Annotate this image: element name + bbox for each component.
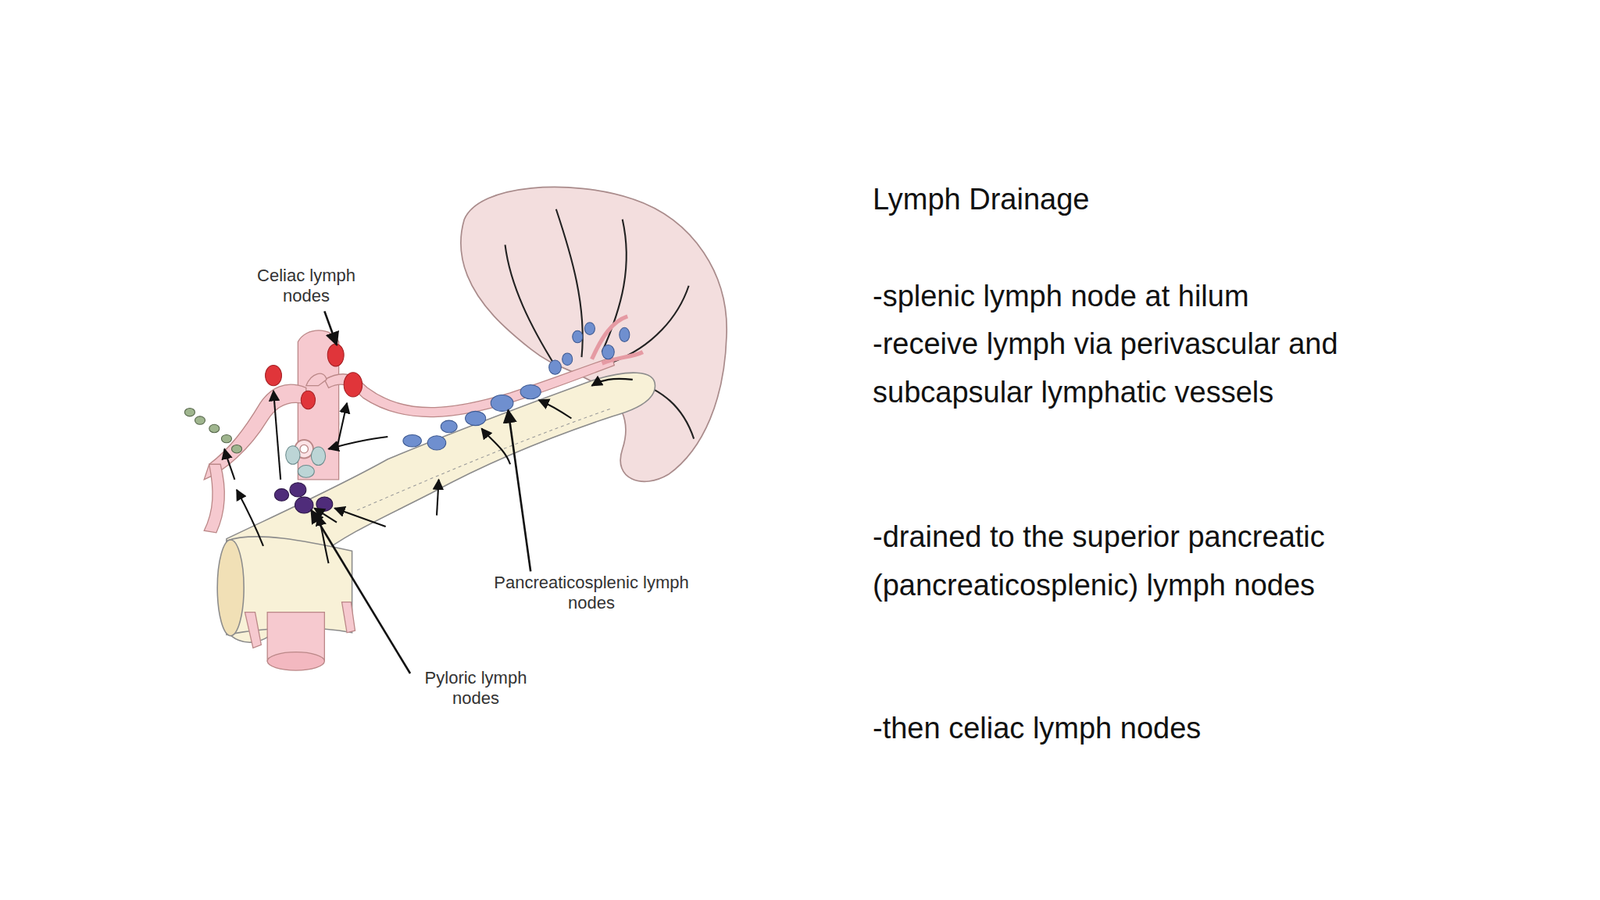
- drainage-arrows: [224, 378, 633, 564]
- celiac-node: [327, 343, 344, 367]
- bullet-text: -drained to the superior pancreatic (pan…: [872, 512, 1381, 610]
- slide-title: Lymph Drainage: [872, 175, 1381, 224]
- leader-line: [324, 310, 337, 345]
- hepatic-node: [209, 424, 220, 433]
- celiac-node: [300, 390, 315, 410]
- drainage-arrow: [336, 403, 347, 450]
- vessel-section: [300, 444, 308, 453]
- pancreaticosplenic-node: [520, 384, 541, 399]
- drainage-arrow: [539, 400, 572, 419]
- spleen-vessel: [556, 209, 583, 358]
- hepatic-node: [231, 444, 242, 453]
- pancreaticosplenic-node: [465, 410, 486, 425]
- pancreaticosplenic-node: [440, 420, 458, 433]
- duodenum-cut: [217, 539, 244, 636]
- pancreaticosplenic-node: [584, 322, 595, 336]
- drainage-arrow: [481, 428, 511, 465]
- bullet-text: -receive lymph via perivascular and subc…: [872, 319, 1381, 417]
- spleen-vessel: [505, 244, 557, 368]
- callout-label: Pyloric lymph nodes: [401, 667, 550, 709]
- pancreaticosplenic-node: [572, 330, 583, 343]
- hepatic-node: [184, 407, 195, 416]
- pyloric-node: [274, 489, 289, 502]
- drainage-arrow: [236, 489, 264, 547]
- celiac-node: [265, 365, 283, 386]
- pancreaticosplenic-node: [562, 353, 573, 366]
- hilar-vessel: [592, 316, 643, 364]
- hepatic-node: [194, 416, 205, 425]
- left-gastric-artery: [306, 373, 327, 386]
- spleen-vessel: [612, 285, 690, 363]
- drainage-arrow: [224, 449, 235, 480]
- artery: [244, 602, 355, 649]
- pancreaticosplenic-node: [549, 360, 562, 375]
- callout-label: Pancreaticosplenic lymph nodes: [485, 572, 697, 614]
- pancreaticosplenic-node-group: [403, 322, 630, 450]
- pyloric-node: [289, 482, 307, 497]
- pyloric-node-group: [274, 482, 333, 514]
- gastric-node: [297, 465, 315, 479]
- pancreaticosplenic-node: [602, 344, 615, 359]
- pancreaticosplenic-node: [403, 434, 422, 447]
- drainage-arrow: [318, 515, 329, 564]
- leader-lines: [310, 310, 531, 674]
- drainage-arrow: [334, 507, 386, 527]
- callout-label: Celiac lymph nodes: [235, 265, 377, 307]
- drainage-arrow: [436, 479, 440, 516]
- drainage-arrow: [273, 390, 281, 480]
- pancreaticosplenic-node: [490, 394, 514, 411]
- celiac-node-group: [265, 343, 363, 410]
- celiac-trunk: [203, 464, 225, 533]
- gastric-node-group: [285, 446, 326, 478]
- pancreaticosplenic-node: [619, 327, 630, 342]
- hepatic-node-group: [184, 407, 242, 453]
- gastric-node: [285, 446, 300, 465]
- drainage-arrow: [328, 436, 389, 450]
- aorta-cut: [267, 652, 325, 672]
- bullet-text: -splenic lymph node at hilum: [872, 271, 1381, 321]
- bullet-text: -then celiac lymph nodes: [872, 703, 1381, 753]
- pyloric-node: [316, 496, 333, 511]
- leader-line: [310, 510, 411, 674]
- gastric-node: [310, 446, 325, 466]
- pancreaticosplenic-node: [427, 435, 447, 450]
- celiac-node: [343, 372, 363, 397]
- drainage-arrow: [592, 378, 633, 386]
- pancreatic-lobule-line: [357, 407, 613, 511]
- hepatic-node: [221, 434, 232, 443]
- leader-line: [507, 410, 531, 572]
